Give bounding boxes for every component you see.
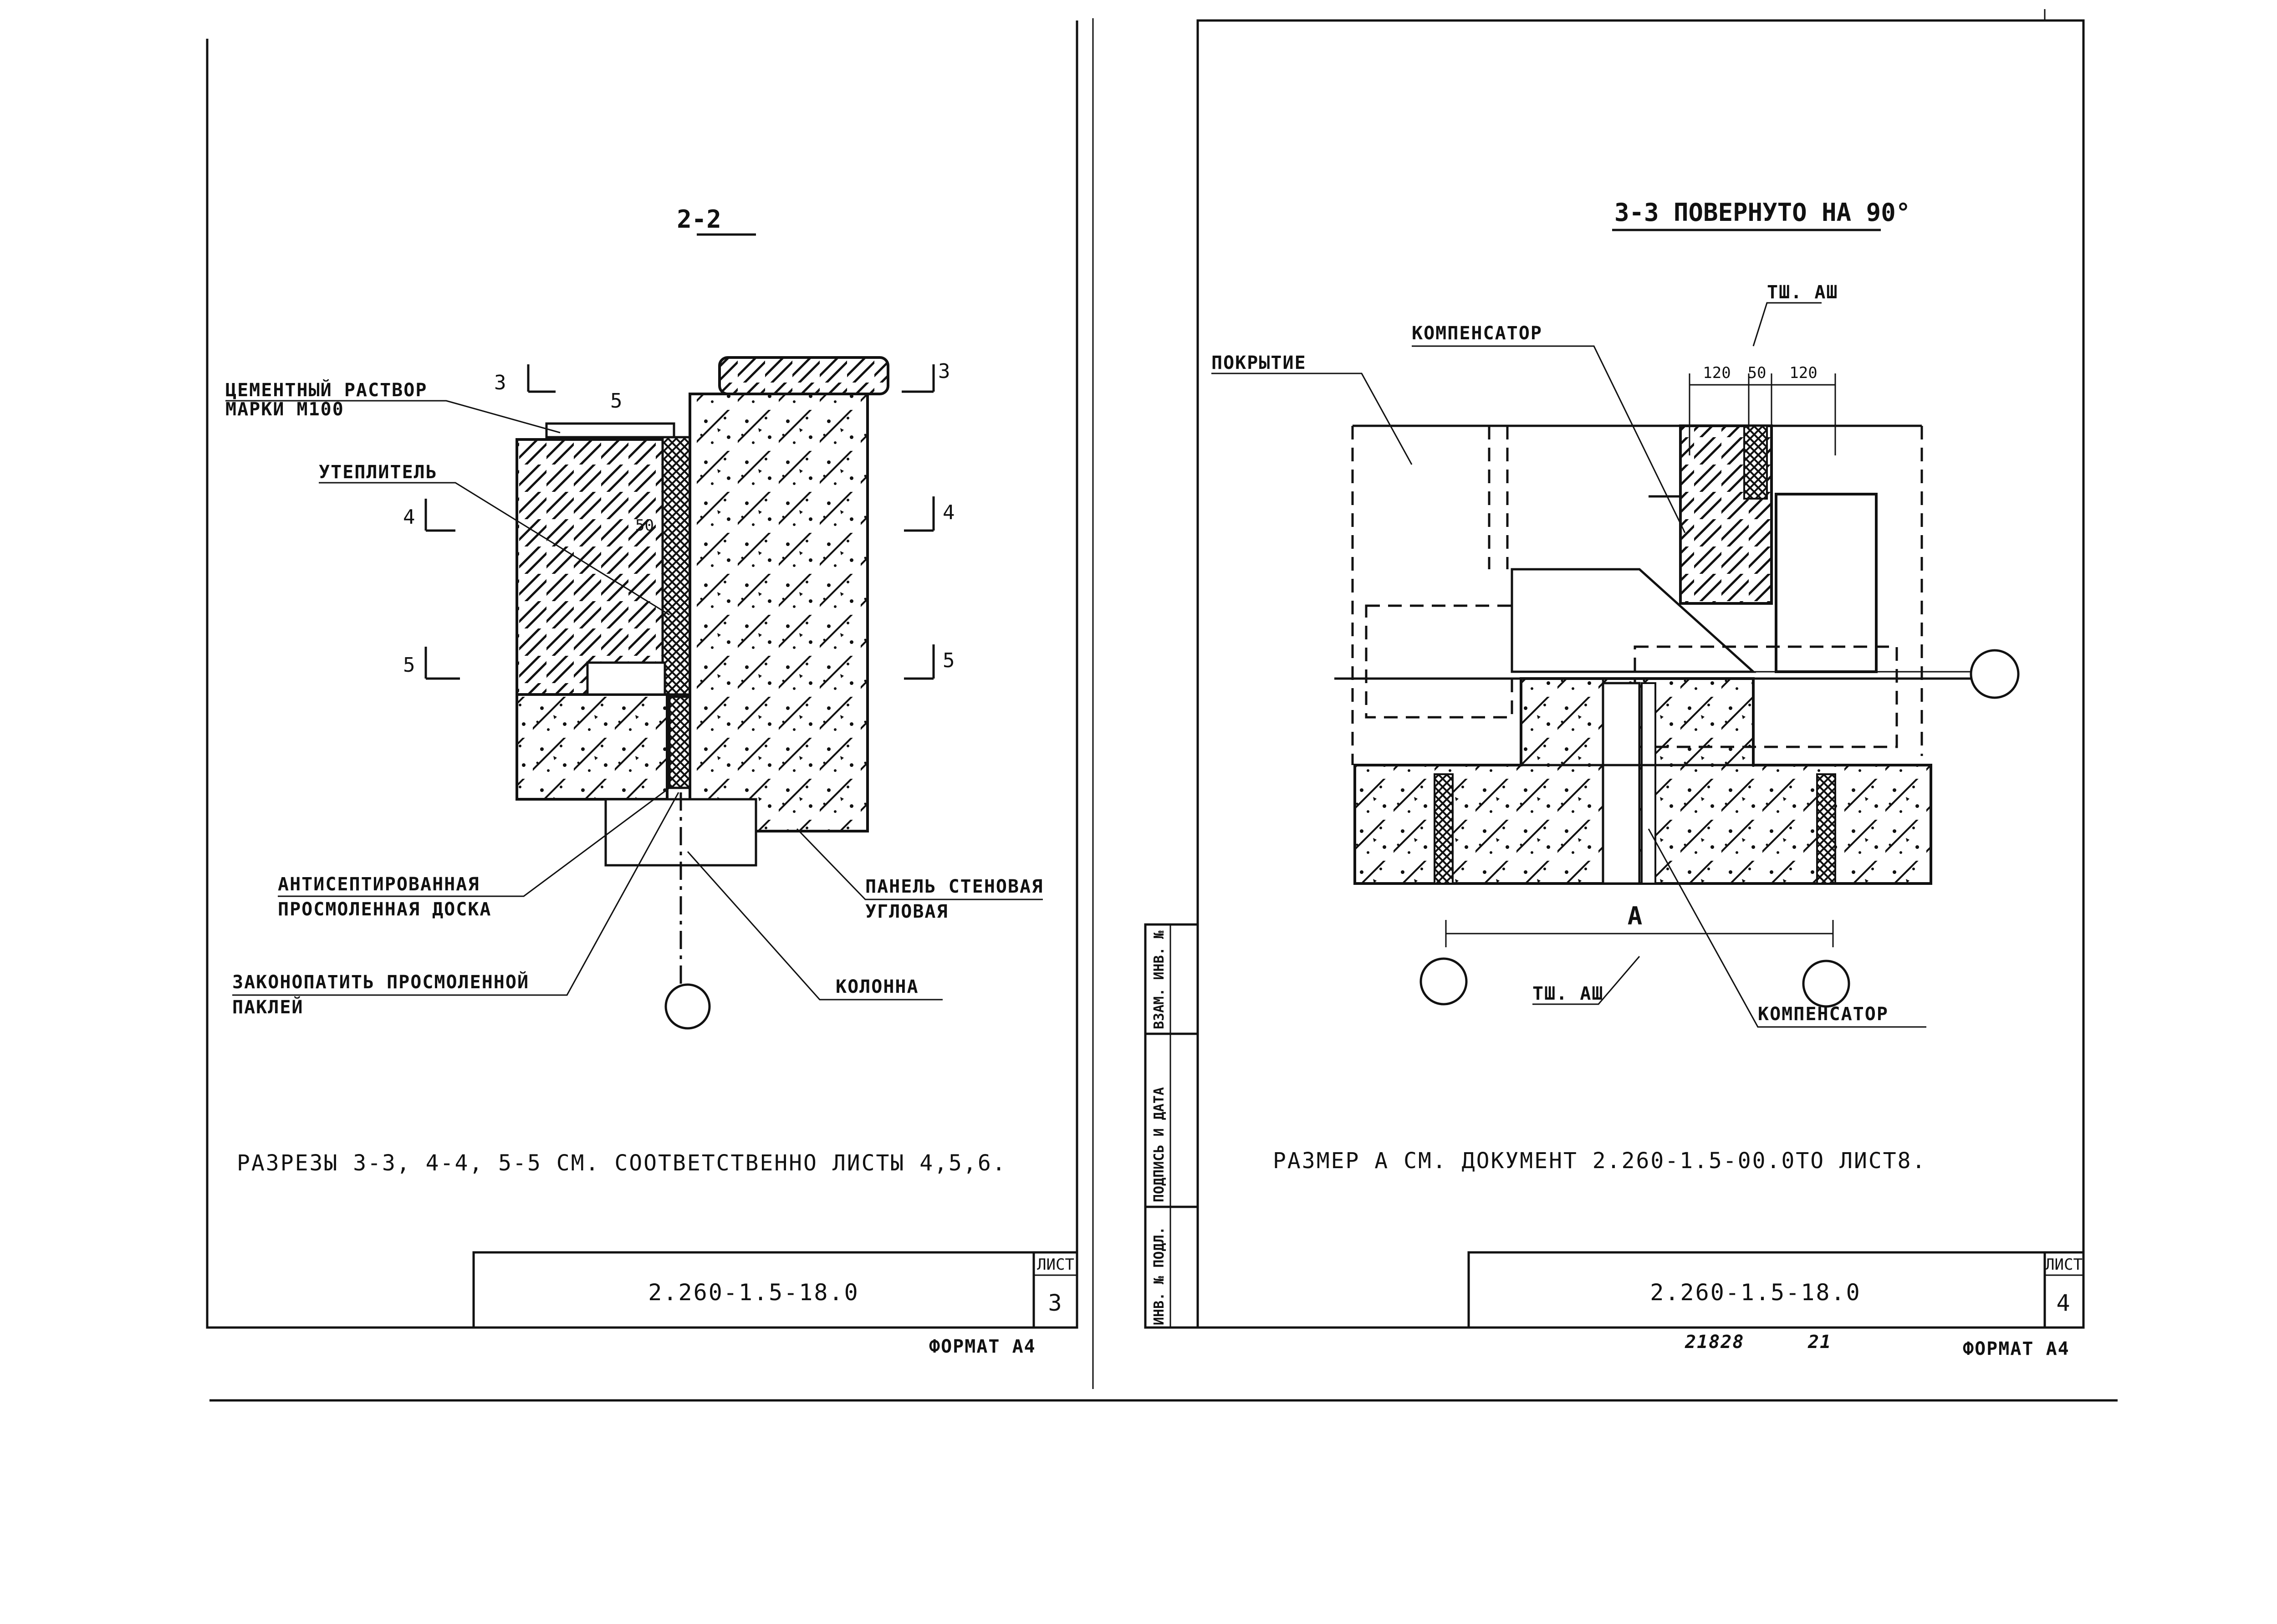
- right-section-title: 3-3 ПОВЕРНУТО НА 90°: [1614, 198, 1910, 227]
- axis-marker-bottom-left: [1419, 957, 1468, 1006]
- svg-text:АНТИСЕПТИРОВАННАЯ: АНТИСЕПТИРОВАННАЯ: [278, 874, 480, 895]
- svg-text:4: 4: [403, 506, 415, 529]
- upper-right-block: [1775, 493, 1878, 673]
- svg-text:КОЛОННА: КОЛОННА: [836, 976, 919, 997]
- upper-joint-strip: [1743, 425, 1768, 500]
- label-caulk: ЗАКОНОПАТИТЬ ПРОСМОЛЕННОЙ ПАКЛЕЙ: [232, 792, 679, 1018]
- svg-text:4: 4: [2056, 1290, 2071, 1316]
- dim-gap: 5: [610, 389, 623, 413]
- cement-mortar-layer: [545, 422, 675, 439]
- right-axis-marker: [1970, 649, 2020, 699]
- stamp-signature-date: ПОДПИСЬ И ДАТА: [1151, 1087, 1167, 1202]
- cap-slab: [718, 356, 889, 395]
- right-sheet: 3-3 ПОВЕРНУТО НА 90° А: [1196, 9, 2085, 1359]
- svg-text:КОМПЕНСАТОР: КОМПЕНСАТОР: [1758, 1004, 1889, 1025]
- left-section-title: 2-2: [677, 205, 721, 234]
- left-seal: [1434, 773, 1454, 884]
- right-seal: [1816, 773, 1836, 884]
- svg-text:УГЛОВАЯ: УГЛОВАЯ: [865, 901, 949, 922]
- label-stitch-top: ТШ. АШ: [1752, 282, 1838, 347]
- label-cement-mortar: ЦЕМЕНТНЫЙ РАСТВОР МАРКИ М100: [225, 379, 561, 434]
- stamp-inv-original: ИНВ. № ПОДЛ.: [1151, 1226, 1167, 1325]
- section-mark-3-right: 3: [902, 360, 950, 393]
- label-column: КОЛОННА: [687, 851, 943, 1001]
- svg-text:120: 120: [1703, 364, 1731, 382]
- right-note: РАЗМЕР А СМ. ДОКУМЕНТ 2.260-1.5-00.0ТО Л…: [1273, 1148, 1926, 1174]
- left-sheet: 2-2 3 3 4: [206, 18, 1094, 1389]
- caulk-strip: [668, 695, 691, 789]
- stamp-strip: ИНВ. № ПОДЛ. ПОДПИСЬ И ДАТА ВЗАМ. ИНВ. №: [1144, 923, 1199, 1329]
- column-section: [516, 693, 669, 801]
- dim-width: 50: [635, 516, 654, 535]
- svg-text:ПАКЛЕЙ: ПАКЛЕЙ: [232, 996, 304, 1018]
- svg-text:3: 3: [1048, 1290, 1063, 1316]
- svg-text:2.260-1.5-18.0: 2.260-1.5-18.0: [648, 1279, 859, 1306]
- svg-text:ЦЕМЕНТНЫЙ РАСТВОР: ЦЕМЕНТНЫЙ РАСТВОР: [225, 379, 427, 401]
- svg-text:ЛИСТ: ЛИСТ: [1037, 1256, 1074, 1274]
- axis-marker-bottom-right: [1802, 960, 1850, 1008]
- left-title-block: 2.260-1.5-18.0 ЛИСТ 3: [472, 1251, 1078, 1329]
- svg-text:ЛИСТ: ЛИСТ: [2045, 1256, 2083, 1274]
- svg-text:ПАНЕЛЬ СТЕНОВАЯ: ПАНЕЛЬ СТЕНОВАЯ: [865, 876, 1043, 897]
- svg-text:ТШ. АШ: ТШ. АШ: [1532, 983, 1604, 1004]
- svg-text:КОМПЕНСАТОР: КОМПЕНСАТОР: [1412, 323, 1542, 344]
- right-format: ФОРМАТ А4: [1963, 1338, 2070, 1359]
- wall-panel-section: [689, 393, 869, 832]
- dashed-right-block: [1634, 645, 1898, 748]
- central-compensator-gap: [1602, 682, 1641, 885]
- svg-text:4: 4: [943, 501, 955, 524]
- stamp-replacement-inv: ВЗАМ. ИНВ. №: [1151, 930, 1167, 1029]
- svg-text:5: 5: [403, 654, 415, 677]
- dimension-a: А: [1445, 902, 1834, 947]
- svg-text:120: 120: [1789, 364, 1817, 382]
- svg-text:ТШ. АШ: ТШ. АШ: [1767, 282, 1838, 303]
- svg-text:А: А: [1628, 902, 1643, 930]
- svg-text:5: 5: [943, 649, 955, 672]
- central-gap-inner: [1641, 682, 1656, 884]
- section-mark-4-left: 4: [403, 499, 455, 532]
- svg-text:3: 3: [938, 360, 950, 383]
- slab-section: [516, 438, 675, 696]
- board-block: [586, 661, 666, 696]
- label-compensator-bottom: КОМПЕНСАТОР: [1648, 828, 1926, 1028]
- svg-text:2.260-1.5-18.0: 2.260-1.5-18.0: [1650, 1279, 1861, 1306]
- compensator-step: [1649, 495, 1682, 601]
- section-mark-3-left: 3: [494, 364, 556, 394]
- top-dimensions: 120 50 120: [1689, 364, 1836, 455]
- label-compensator-top: КОМПЕНСАТОР: [1412, 323, 1686, 533]
- svg-text:УТЕПЛИТЕЛЬ: УТЕПЛИТЕЛЬ: [319, 462, 438, 483]
- dashed-left-block: [1365, 604, 1513, 719]
- left-format: ФОРМАТ А4: [929, 1336, 1036, 1357]
- insulation-strip: [661, 436, 691, 696]
- label-coating: ПОКРЫТИЕ: [1211, 352, 1413, 465]
- section-mark-4-right: 4: [904, 496, 955, 532]
- archive-number: 21828: [1685, 1332, 1744, 1353]
- label-antiseptic-board: АНТИСЕПТИРОВАННАЯ ПРОСМОЛЕННАЯ ДОСКА: [278, 787, 670, 920]
- right-title-block: 2.260-1.5-18.0 ЛИСТ 4: [1467, 1251, 2085, 1329]
- left-note: РАЗРЕЗЫ 3-3, 4-4, 5-5 СМ. СООТВЕТСТВЕННО…: [237, 1150, 1007, 1176]
- section-mark-5-left: 5: [403, 647, 460, 680]
- section-mark-5-right: 5: [904, 644, 955, 680]
- label-stitch-bottom: ТШ. АШ: [1532, 956, 1640, 1005]
- svg-text:ПОКРЫТИЕ: ПОКРЫТИЕ: [1211, 352, 1307, 373]
- svg-text:ПРОСМОЛЕННАЯ ДОСКА: ПРОСМОЛЕННАЯ ДОСКА: [278, 899, 491, 920]
- svg-text:ЗАКОНОПАТИТЬ ПРОСМОЛЕННОЙ: ЗАКОНОПАТИТЬ ПРОСМОЛЕННОЙ: [232, 971, 529, 993]
- label-wall-panel: ПАНЕЛЬ СТЕНОВАЯ УГЛОВАЯ: [796, 828, 1043, 922]
- svg-text:50: 50: [1748, 364, 1766, 382]
- svg-text:3: 3: [494, 371, 506, 394]
- archive-extra: 21: [1807, 1332, 1832, 1353]
- left-axis-marker: [664, 983, 711, 1030]
- svg-text:МАРКИ М100: МАРКИ М100: [225, 399, 344, 420]
- label-insulation: УТЕПЛИТЕЛЬ: [319, 462, 670, 616]
